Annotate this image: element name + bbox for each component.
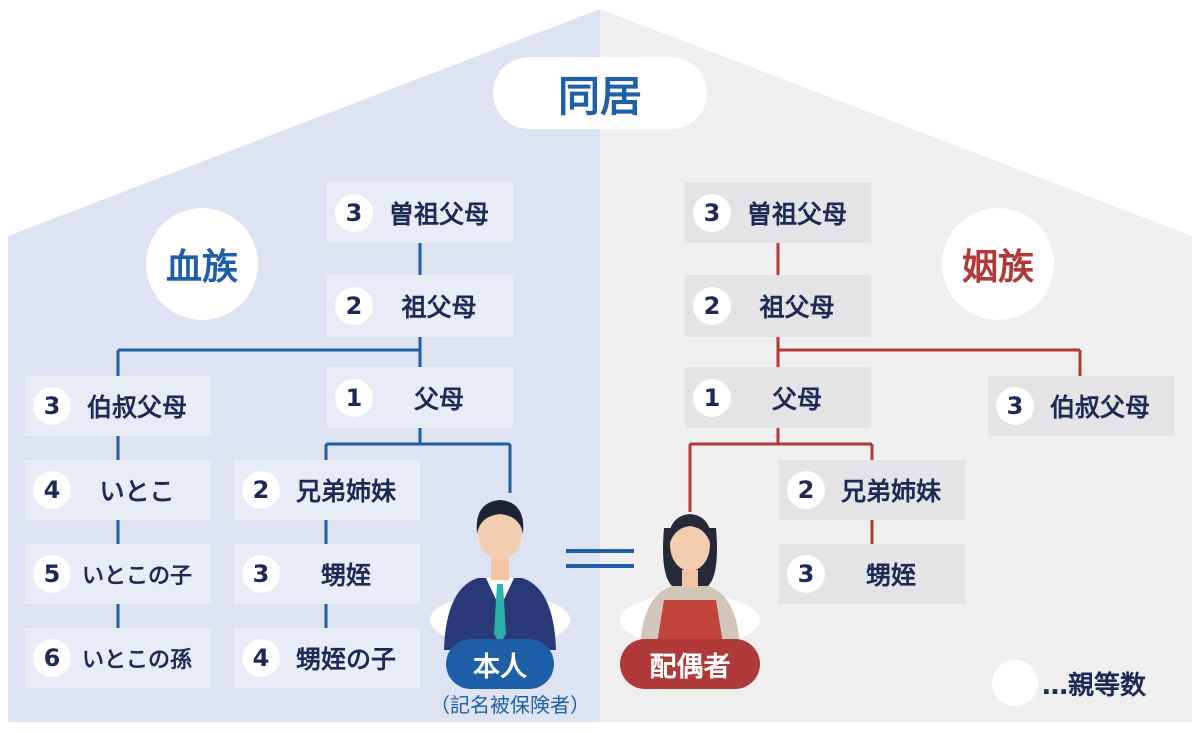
relative-label: 父母 — [771, 384, 822, 414]
degree-badge: 6 — [33, 639, 71, 677]
blood-relatives-label: 血族 — [146, 208, 258, 320]
relative-label: 祖父母 — [759, 293, 835, 322]
inlaw-connector-lines — [688, 243, 1082, 544]
blood-node-siblings: 2 兄弟姉妹 — [234, 460, 420, 520]
inlaw-relatives-label: 姻族 — [942, 208, 1054, 320]
blood-node-nephews-nieces-children: 4 甥姪の子 — [234, 628, 420, 688]
relative-label: いとこの孫 — [81, 648, 192, 673]
relative-label: 甥姪 — [865, 561, 916, 590]
degree-badge: 3 — [33, 387, 71, 425]
relative-label: 兄弟姉妹 — [295, 477, 396, 506]
degree-badge: 2 — [693, 287, 731, 325]
marriage-equals-sign — [566, 549, 634, 568]
degree-badge: 3 — [693, 193, 731, 232]
relative-label: いとこ — [99, 477, 175, 506]
self-label: 本人 — [446, 639, 554, 689]
relative-label: 甥姪 — [320, 561, 371, 590]
blood-node-parents: 1 父母 — [327, 367, 513, 428]
legend-circle-icon — [992, 660, 1038, 706]
blood-node-cousins-grandchildren: 6 いとこの孫 — [25, 628, 211, 688]
degree-badge: 3 — [335, 193, 373, 232]
spouse-label: 配偶者 — [620, 639, 760, 689]
inlaw-node-grandparents: 2 祖父母 — [685, 275, 871, 337]
degree-badge: 4 — [242, 639, 280, 677]
degree-badge: 2 — [787, 471, 825, 509]
blood-connector-lines — [116, 243, 512, 628]
degree-badge: 1 — [335, 378, 373, 417]
degree-badge: 5 — [33, 555, 71, 593]
blood-node-uncles-aunts: 3 伯叔父母 — [25, 376, 211, 436]
legend-text: …親等数 — [1042, 670, 1147, 701]
page-title: 同居 — [493, 57, 707, 129]
blood-node-grandparents: 2 祖父母 — [327, 275, 513, 337]
degree-badge: 2 — [335, 287, 373, 325]
blood-node-great-grandparents: 3 曽祖父母 — [327, 182, 513, 243]
blood-node-nephews-nieces: 3 甥姪 — [234, 544, 420, 604]
relative-label: 甥姪の子 — [295, 645, 396, 674]
degree-badge: 3 — [242, 555, 280, 593]
relative-label: 伯叔父母 — [1049, 393, 1150, 422]
relative-label: 伯叔父母 — [86, 393, 187, 422]
spouse-avatar — [620, 514, 760, 650]
inlaw-node-great-grandparents: 3 曽祖父母 — [685, 182, 871, 243]
relative-label: 父母 — [413, 384, 464, 414]
self-avatar — [430, 500, 570, 650]
self-note: （記名被保険者） — [430, 693, 590, 717]
degree-badge: 1 — [693, 378, 731, 417]
inlaw-node-siblings: 2 兄弟姉妹 — [779, 460, 965, 520]
inlaw-node-nephews-nieces: 3 甥姪 — [779, 544, 965, 604]
relative-label: 曽祖父母 — [746, 199, 847, 229]
blood-node-cousins: 4 いとこ — [25, 460, 211, 520]
relative-label: 祖父母 — [401, 293, 477, 322]
degree-badge: 3 — [787, 555, 825, 593]
relative-label: 兄弟姉妹 — [840, 477, 941, 506]
blood-node-cousins-children: 5 いとこの子 — [25, 544, 211, 604]
inlaw-node-parents: 1 父母 — [685, 367, 871, 428]
degree-badge: 4 — [33, 471, 71, 509]
inlaw-node-uncles-aunts: 3 伯叔父母 — [988, 376, 1174, 436]
relative-label: 曽祖父母 — [388, 199, 489, 229]
relative-label: いとこの子 — [81, 564, 192, 589]
degree-badge: 2 — [242, 471, 280, 509]
legend: …親等数 — [992, 660, 1146, 706]
degree-badge: 3 — [996, 387, 1034, 425]
